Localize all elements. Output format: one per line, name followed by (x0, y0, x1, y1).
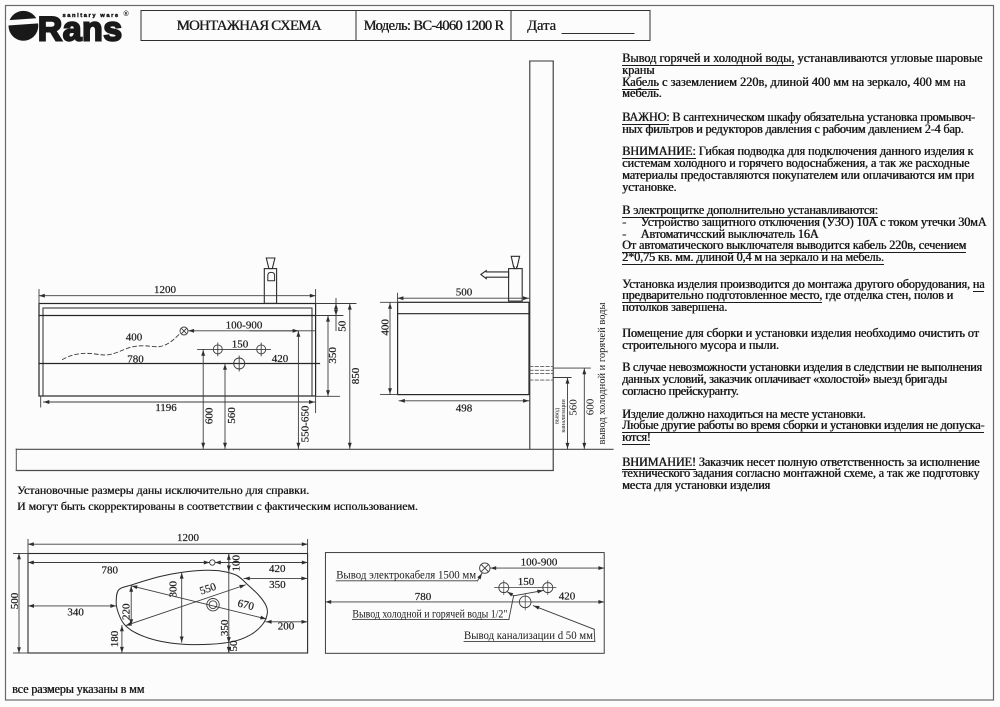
svg-text:300: 300 (167, 580, 179, 597)
svg-text:100: 100 (230, 555, 242, 572)
svg-text:780: 780 (127, 353, 144, 365)
svg-text:780: 780 (415, 591, 432, 603)
svg-text:500: 500 (456, 287, 473, 299)
svg-text:50: 50 (228, 640, 240, 652)
svg-text:560: 560 (568, 399, 580, 416)
svg-text:420: 420 (559, 591, 576, 603)
svg-text:50: 50 (337, 320, 349, 332)
svg-text:550: 550 (198, 581, 218, 598)
svg-text:350: 350 (327, 347, 339, 364)
svg-text:350: 350 (219, 619, 231, 636)
svg-text:Вывод электрокабеля 1500 мм: Вывод электрокабеля 1500 мм (336, 567, 476, 581)
svg-text:150: 150 (232, 338, 249, 350)
svg-text:вывод: вывод (554, 407, 561, 424)
svg-text:400: 400 (379, 319, 391, 336)
svg-text:150: 150 (518, 576, 535, 588)
svg-text:420: 420 (269, 563, 286, 575)
svg-text:670: 670 (236, 597, 255, 613)
svg-text:Вывод канализации d 50 мм: Вывод канализации d 50 мм (464, 628, 593, 642)
svg-text:100-900: 100-900 (521, 556, 558, 568)
svg-text:350: 350 (269, 579, 286, 591)
svg-text:канализации: канализации (560, 399, 567, 433)
svg-text:100-900: 100-900 (226, 319, 263, 331)
svg-text:340: 340 (67, 606, 84, 618)
svg-text:400: 400 (126, 332, 143, 344)
svg-text:220: 220 (120, 603, 132, 620)
svg-text:500: 500 (9, 592, 21, 609)
svg-text:180: 180 (109, 630, 121, 647)
svg-text:sanitary ware: sanitary ware (63, 13, 120, 19)
svg-text:560: 560 (226, 407, 238, 424)
svg-text:550-650: 550-650 (299, 405, 311, 442)
svg-text:Rans: Rans (38, 10, 123, 48)
svg-text:1196: 1196 (155, 402, 177, 414)
svg-text:498: 498 (456, 402, 473, 414)
svg-text:420: 420 (272, 353, 289, 365)
svg-text:850: 850 (350, 367, 362, 384)
svg-text:®: ® (124, 10, 130, 18)
svg-text:1200: 1200 (154, 284, 177, 296)
svg-text:600: 600 (204, 407, 216, 424)
svg-text:600: 600 (584, 398, 596, 415)
svg-text:780: 780 (102, 564, 119, 576)
svg-text:Вывод холодной и горячей воды: Вывод холодной и горячей воды 1/2" (352, 606, 507, 620)
svg-text:200: 200 (278, 621, 295, 633)
svg-text:вывод холодной и горячей воды: вывод холодной и горячей воды (596, 303, 608, 445)
svg-text:1200: 1200 (177, 532, 200, 544)
